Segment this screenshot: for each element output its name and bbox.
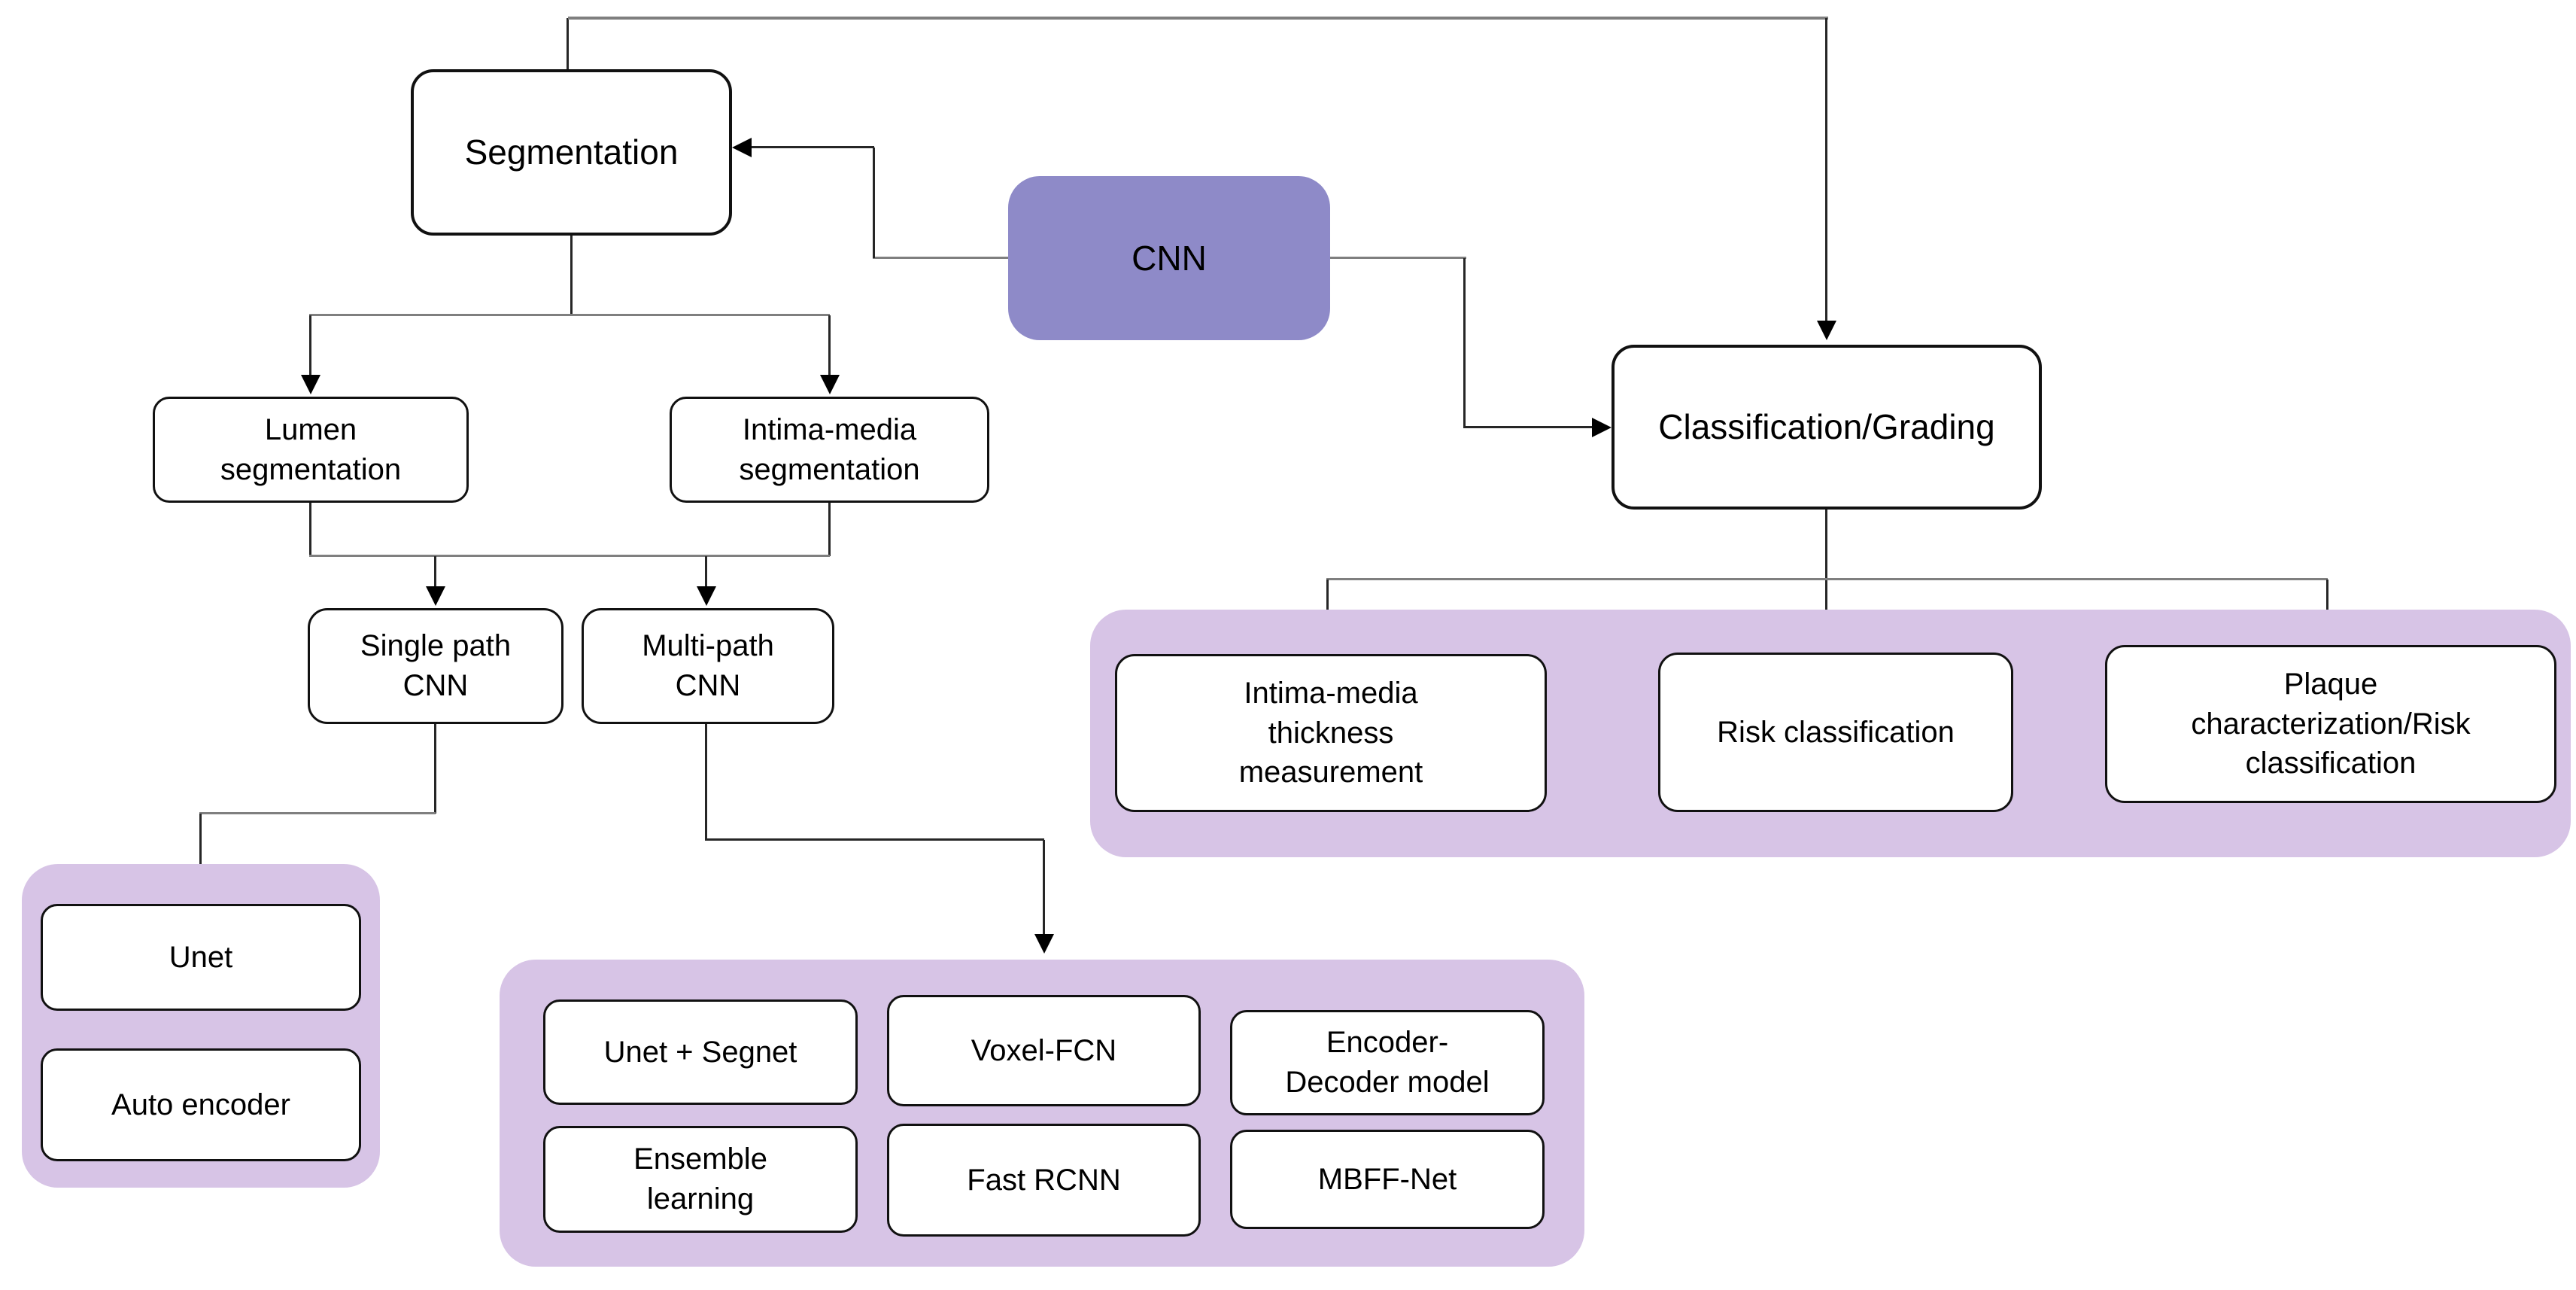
arrowhead-into-lumen	[301, 375, 320, 394]
node-classification-grading-label: Classification/Grading	[1658, 407, 1995, 447]
connector-cnn-right-drop	[1463, 258, 1466, 427]
connector-topline	[568, 17, 1828, 20]
connector-cnn-left-riser	[873, 148, 875, 258]
node-plaque-characterization: Plaque characterization/Risk classificat…	[2105, 645, 2556, 803]
connector-to-intima	[828, 315, 831, 375]
connector-mid-bar	[309, 555, 830, 557]
arrowhead-into-classification-left	[1592, 418, 1612, 437]
connector-topline-to-classification	[1825, 18, 1827, 321]
node-plaque-characterization-label: Plaque characterization/Risk classificat…	[2191, 667, 2471, 780]
node-encoder-decoder-label: Encoder- Decoder model	[1285, 1026, 1490, 1099]
node-imt-measurement-label: Intima-media thickness measurement	[1238, 676, 1423, 790]
node-imt-measurement: Intima-media thickness measurement	[1115, 654, 1547, 812]
node-voxel-fcn: Voxel-FCN	[887, 995, 1201, 1106]
arrowhead-into-segmentation	[732, 138, 752, 157]
connector-segmentation-split-bar	[309, 314, 830, 316]
node-mbff-net: MBFF-Net	[1230, 1130, 1545, 1229]
arrowhead-into-single-path	[426, 586, 445, 606]
node-unet-segnet: Unet + Segnet	[543, 999, 858, 1105]
connector-to-multi-path	[705, 556, 707, 586]
arrowhead-into-intima	[820, 375, 840, 394]
node-intima-media-segmentation-label: Intima-media segmentation	[739, 412, 920, 486]
connector-single-elbow	[199, 812, 436, 814]
node-lumen-segmentation-label: Lumen segmentation	[220, 412, 402, 486]
node-classification-grading: Classification/Grading	[1612, 345, 2042, 510]
node-fast-rcnn-label: Fast RCNN	[967, 1163, 1121, 1197]
connector-single-down	[434, 724, 436, 814]
connector-to-lumen	[309, 315, 311, 375]
node-single-path-cnn-label: Single path CNN	[360, 629, 512, 702]
node-unet-label: Unet	[169, 940, 233, 974]
node-risk-classification-label: Risk classification	[1717, 715, 1955, 749]
node-intima-media-segmentation: Intima-media segmentation	[670, 397, 989, 503]
node-auto-encoder: Auto encoder	[41, 1048, 361, 1161]
node-single-path-cnn: Single path CNN	[308, 608, 564, 724]
node-risk-classification: Risk classification	[1658, 653, 2013, 812]
connector-multi-down	[705, 724, 707, 840]
connector-cnn-left-stub	[873, 257, 1008, 259]
connector-to-unet	[199, 814, 202, 879]
arrowhead-into-multi-path	[697, 586, 716, 606]
node-unet: Unet	[41, 904, 361, 1011]
node-segmentation: Segmentation	[411, 69, 732, 236]
node-ensemble-learning: Ensemble learning	[543, 1126, 858, 1233]
node-segmentation-label: Segmentation	[464, 132, 679, 172]
arrowhead-into-multi-group	[1034, 934, 1054, 954]
connector-intima-down	[828, 503, 831, 556]
node-fast-rcnn: Fast RCNN	[887, 1124, 1201, 1237]
connector-classification-bar	[1326, 578, 2328, 580]
node-ensemble-learning-label: Ensemble learning	[633, 1142, 767, 1215]
node-cnn-label: CNN	[1132, 239, 1207, 278]
connector-segmentation-to-topline	[567, 18, 569, 69]
connector-to-multi-group	[1043, 840, 1045, 934]
connector-into-segmentation	[752, 146, 874, 148]
node-multi-path-cnn: Multi-path CNN	[582, 608, 834, 724]
node-multi-path-cnn-label: Multi-path CNN	[642, 629, 774, 702]
node-auto-encoder-label: Auto encoder	[111, 1088, 290, 1121]
node-mbff-net-label: MBFF-Net	[1317, 1162, 1457, 1196]
connector-multi-elbow	[705, 838, 1044, 841]
connector-classification-down	[1825, 510, 1827, 629]
node-cnn: CNN	[1008, 176, 1330, 340]
connector-into-classification-left	[1463, 426, 1592, 428]
connector-lumen-down	[309, 503, 311, 556]
connector-segmentation-down	[570, 236, 573, 315]
arrowhead-into-classification-top	[1817, 321, 1836, 340]
connector-cnn-right-stub	[1330, 257, 1466, 259]
node-voxel-fcn-label: Voxel-FCN	[971, 1033, 1117, 1067]
connector-to-plaque	[2326, 580, 2328, 623]
connector-to-single-path	[434, 556, 436, 586]
node-encoder-decoder: Encoder- Decoder model	[1230, 1010, 1545, 1115]
node-lumen-segmentation: Lumen segmentation	[153, 397, 469, 503]
node-unet-segnet-label: Unet + Segnet	[603, 1035, 797, 1069]
